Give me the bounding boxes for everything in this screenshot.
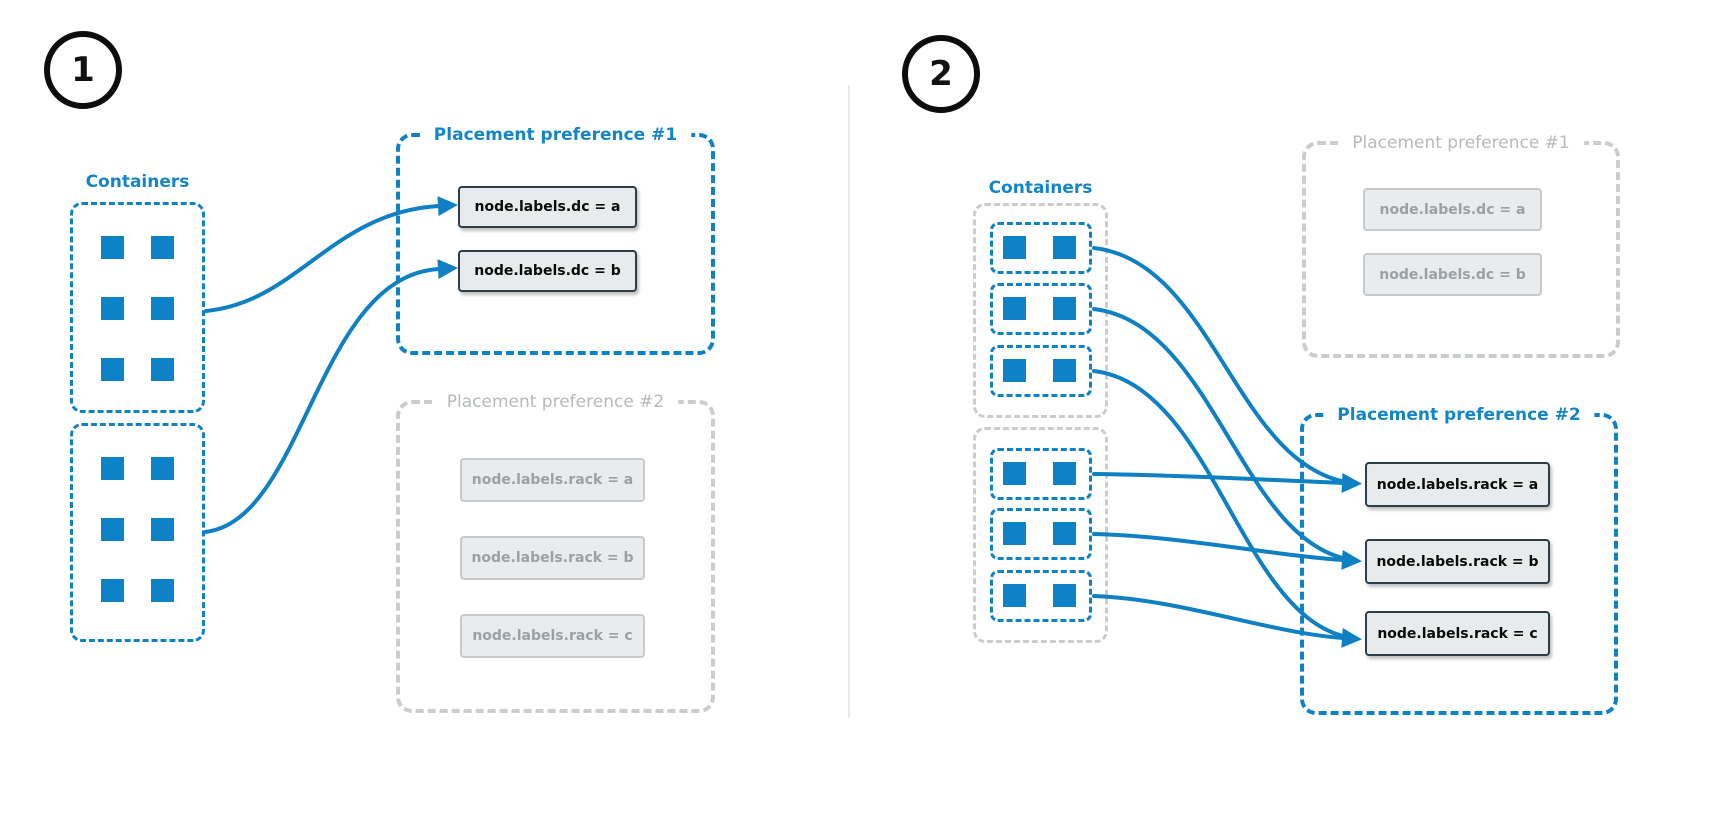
container-square: [1053, 462, 1076, 485]
container-square: [1053, 297, 1076, 320]
container-square: [101, 518, 124, 541]
preference-box-2-panel1: Placement preference #2 node.labels.rack…: [396, 389, 715, 713]
subgroup-b2: [990, 508, 1092, 560]
preference-title: Placement preference #2: [1323, 402, 1595, 428]
container-square: [1003, 236, 1026, 259]
container-square: [101, 358, 124, 381]
preference-title: Placement preference #1: [419, 122, 692, 148]
container-square: [1003, 462, 1026, 485]
step-badge-2: 2: [902, 35, 980, 113]
label-chip-rack-a: node.labels.rack = a: [1365, 462, 1550, 507]
container-square: [101, 236, 124, 259]
subgroup-b1: [990, 448, 1092, 500]
label-chip-dc-b: node.labels.dc = b: [1363, 253, 1542, 296]
container-square: [1053, 359, 1076, 382]
label-chip-dc-b: node.labels.dc = b: [458, 250, 637, 292]
container-square: [1003, 359, 1026, 382]
container-group-dc-b: [70, 423, 205, 642]
containers-label-panel1: Containers: [85, 172, 190, 192]
container-group-dc-a: [70, 202, 205, 413]
label-chip-rack-a: node.labels.rack = a: [460, 458, 645, 502]
subgroup-a1: [990, 222, 1092, 274]
container-square: [151, 579, 174, 602]
label-chip-rack-c: node.labels.rack = c: [460, 614, 645, 658]
container-square: [151, 457, 174, 480]
container-square: [1003, 297, 1026, 320]
container-square: [1053, 522, 1076, 545]
step-number: 1: [71, 50, 95, 90]
preference-box-1-panel1: Placement preference #1 node.labels.dc =…: [396, 122, 715, 355]
subgroup-a3: [990, 345, 1092, 397]
subgroup-a2: [990, 283, 1092, 335]
label-chip-rack-b: node.labels.rack = b: [1365, 539, 1550, 584]
container-square: [1003, 584, 1026, 607]
container-square: [151, 236, 174, 259]
container-square: [1003, 522, 1026, 545]
containers-label-panel2: Containers: [988, 178, 1093, 198]
preference-box-1-panel2: Placement preference #1 node.labels.dc =…: [1302, 130, 1620, 358]
subgroup-b3: [990, 570, 1092, 622]
container-square: [151, 518, 174, 541]
container-square: [1053, 584, 1076, 607]
preference-title: Placement preference #2: [432, 389, 679, 415]
label-chip-rack-b: node.labels.rack = b: [460, 536, 645, 580]
step-number: 2: [929, 54, 953, 94]
container-square: [151, 297, 174, 320]
container-square: [1053, 236, 1076, 259]
label-chip-dc-a: node.labels.dc = a: [458, 186, 637, 228]
container-square: [101, 297, 124, 320]
container-square: [151, 358, 174, 381]
panel-divider: [848, 85, 850, 718]
step-badge-1: 1: [44, 31, 122, 109]
preference-box-2-panel2: Placement preference #2 node.labels.rack…: [1300, 402, 1618, 715]
container-square: [101, 579, 124, 602]
preference-title: Placement preference #1: [1338, 130, 1584, 156]
label-chip-dc-a: node.labels.dc = a: [1363, 188, 1542, 231]
label-chip-rack-c: node.labels.rack = c: [1365, 611, 1550, 656]
container-square: [101, 457, 124, 480]
